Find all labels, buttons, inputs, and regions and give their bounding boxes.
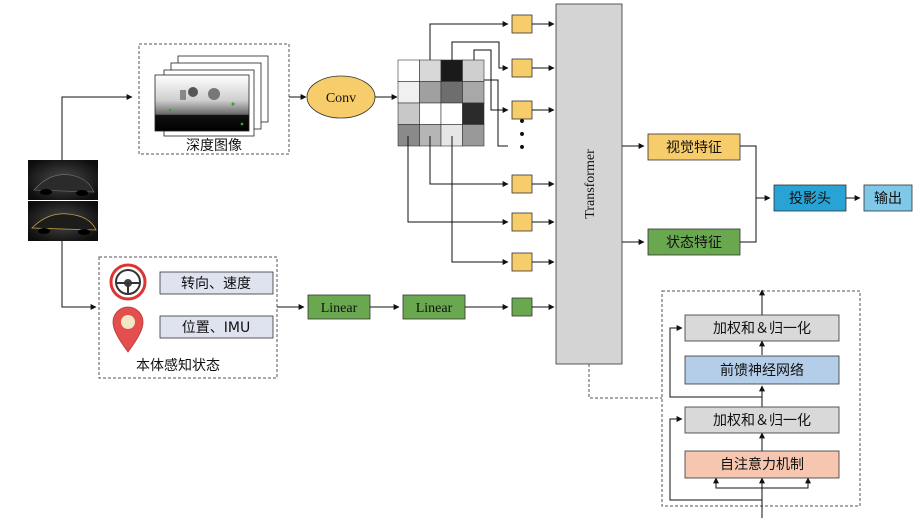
projection-head-node: 投影头	[773, 184, 847, 212]
position-imu-label: 位置、IMU	[182, 320, 250, 336]
visual-feature-box	[647, 133, 741, 161]
feature-cell	[419, 81, 442, 104]
proprioception-group: 转向、速度 位置、IMU 本体感知状态	[98, 256, 278, 379]
conv-label: Conv	[326, 91, 356, 106]
transformer-output-arrows	[622, 143, 645, 245]
visual-feature-label: 视觉特征	[666, 140, 722, 156]
feature-cell	[397, 81, 420, 104]
location-pin-icon	[112, 306, 144, 353]
feature-merge-lines	[740, 145, 771, 243]
add-norm-top-box	[684, 314, 840, 342]
transformer-detail-block: 加权和＆归一化 前馈神经网络 加权和＆归一化 自注意力机制	[661, 289, 861, 518]
steering-speed-box	[159, 271, 274, 295]
projection-head-box	[773, 184, 847, 212]
input-branch-lines	[61, 94, 133, 310]
token-visual-4	[511, 174, 533, 194]
output-node: 输出	[863, 184, 913, 212]
token-visual-1	[511, 14, 533, 34]
feature-cell	[440, 81, 463, 104]
token-ellipsis: •••	[518, 114, 526, 156]
feature-map-grid	[397, 59, 485, 147]
grid-token-routing-lines	[407, 21, 509, 265]
feature-cell	[397, 124, 420, 147]
token-column: •••	[511, 14, 533, 317]
conv-node: Conv	[306, 75, 376, 119]
self-attention-label: 自注意力机制	[720, 456, 804, 473]
add-norm-bottom-label: 加权和＆归一化	[713, 412, 811, 429]
visual-feature-node: 视觉特征	[647, 133, 741, 161]
linear2-node: Linear	[402, 294, 466, 320]
token-state	[511, 297, 533, 317]
feature-cell	[397, 102, 420, 125]
depth-image-dashed-box	[138, 43, 290, 155]
position-imu-box	[159, 315, 274, 339]
transformer-rect	[555, 3, 623, 365]
feature-cell	[462, 124, 485, 147]
linear2-box	[402, 294, 466, 320]
token-visual-6	[511, 252, 533, 272]
residual-lines	[669, 289, 811, 518]
transformer-detail-connector	[588, 364, 662, 399]
steering-speed-label: 转向、速度	[181, 276, 251, 292]
linear1-node: Linear	[307, 294, 371, 320]
state-feature-label: 状态特征	[666, 235, 722, 251]
transformer-block: Transformer	[555, 3, 623, 365]
linear1-label: Linear	[321, 301, 358, 316]
self-attention-box	[684, 450, 840, 479]
feedforward-label: 前馈神经网络	[720, 362, 804, 379]
token-visual-2	[511, 58, 533, 78]
state-feature-node: 状态特征	[647, 228, 741, 256]
linear2-label: Linear	[416, 301, 453, 316]
state-feature-box	[647, 228, 741, 256]
proprioception-dashed-box	[98, 256, 278, 379]
depth-image-label: 深度图像	[186, 138, 242, 154]
output-label: 输出	[874, 191, 902, 207]
steering-wheel-icon	[109, 263, 147, 301]
add-norm-top-label: 加权和＆归一化	[713, 320, 811, 337]
depth-image-group: 深度图像	[138, 43, 290, 155]
feature-cell	[462, 81, 485, 104]
feature-cell	[440, 102, 463, 125]
feedforward-box	[684, 355, 840, 385]
projection-head-label: 投影头	[789, 191, 831, 207]
feature-cell	[462, 59, 485, 82]
add-norm-bottom-box	[684, 406, 840, 434]
feature-cell	[462, 102, 485, 125]
feature-cell	[440, 59, 463, 82]
depth-image-frame	[154, 74, 250, 132]
transformer-label: Transformer	[583, 149, 598, 219]
input-car-images	[28, 160, 98, 241]
token-visual-5	[511, 212, 533, 232]
feature-cell	[397, 59, 420, 82]
feature-cell	[419, 102, 442, 125]
output-box	[863, 184, 913, 212]
proprioception-caption: 本体感知状态	[136, 357, 220, 374]
feature-cell	[419, 59, 442, 82]
transformer-detail-dashed-box	[661, 290, 861, 507]
linear1-box	[307, 294, 371, 320]
token-to-transformer-arrows	[532, 21, 555, 310]
